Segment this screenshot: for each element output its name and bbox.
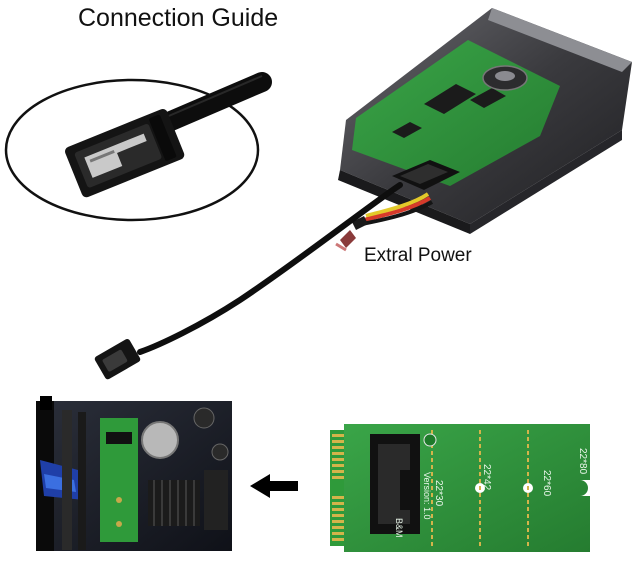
extra-power-wires bbox=[335, 192, 434, 252]
sata-connector-icon bbox=[65, 108, 185, 198]
adapter-key-label: B&M bbox=[394, 518, 404, 538]
adapter-size-22x60: 22*60 bbox=[541, 470, 552, 497]
page-title: Connection Guide bbox=[78, 4, 279, 32]
adapter-size-22x42: 22*42 bbox=[481, 464, 492, 491]
extra-power-label: Extral Power bbox=[364, 245, 472, 266]
hard-disk-drive bbox=[338, 8, 632, 234]
adapter-version: Version: 1.0 bbox=[422, 472, 432, 520]
arrow-left-icon bbox=[250, 474, 298, 498]
sata-cable bbox=[94, 182, 403, 380]
m2-sata-adapter-board bbox=[330, 424, 590, 552]
motherboard-photo bbox=[36, 396, 232, 551]
adapter-size-22x30: 22*30 bbox=[433, 480, 444, 507]
adapter-size-22x80: 22*80 bbox=[577, 448, 588, 475]
